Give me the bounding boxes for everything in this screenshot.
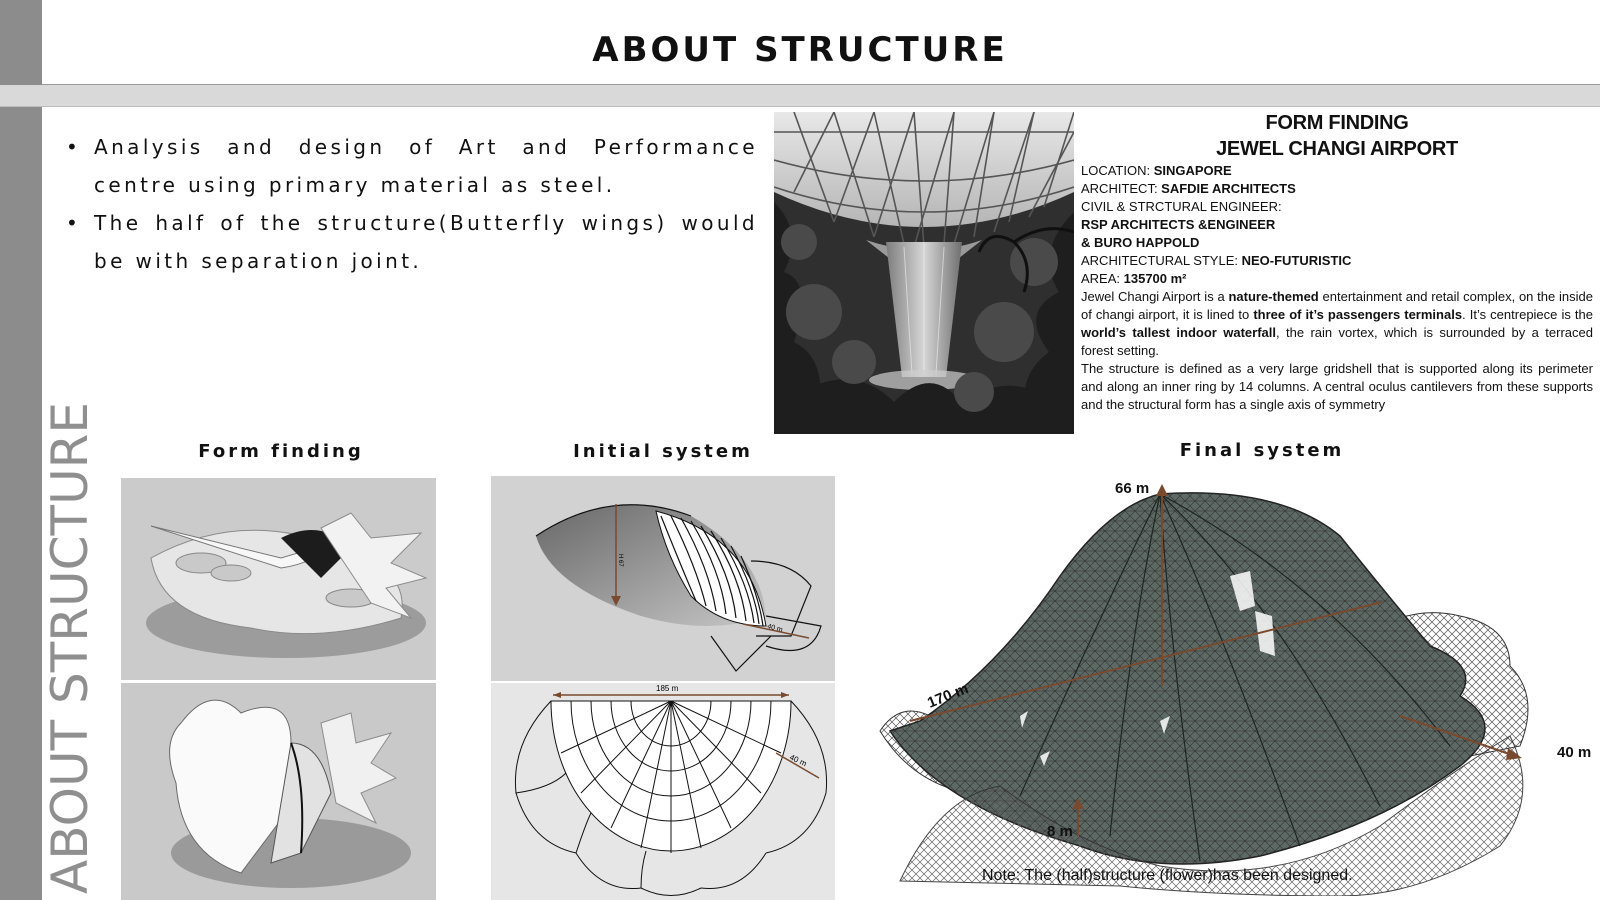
architect-row: ARCHITECT: SAFDIE ARCHITECTS bbox=[1081, 180, 1593, 198]
location-value: SINGAPORE bbox=[1153, 163, 1232, 178]
area-row: AREA: 135700 m² bbox=[1081, 270, 1593, 288]
design-note: Note: The (half)structure (flower)has be… bbox=[982, 867, 1353, 884]
form-finding-render-bottom bbox=[121, 683, 436, 900]
initial-system-perspective: H 67 40 m bbox=[491, 476, 835, 681]
header-band bbox=[0, 85, 1600, 107]
caption-form-finding: Form finding bbox=[198, 441, 364, 462]
bullet-item: The half of the structure(Butterfly wing… bbox=[62, 204, 758, 280]
style-row: ARCHITECTURAL STYLE: NEO-FUTURISTIC bbox=[1081, 252, 1593, 270]
left-accent-band-top bbox=[0, 0, 42, 85]
description-paragraph: Jewel Changi Airport is a nature-themed … bbox=[1081, 288, 1593, 360]
form-finding-render-top bbox=[121, 478, 436, 680]
architect-value: SAFDIE ARCHITECTS bbox=[1161, 181, 1296, 196]
location-row: LOCATION: SINGAPORE bbox=[1081, 162, 1593, 180]
jewel-changi-photo bbox=[774, 112, 1074, 434]
caption-initial-system: Initial system bbox=[573, 441, 753, 462]
description-text: , the rain vortex, which is surrounded b… bbox=[1081, 325, 1593, 358]
description-text: entertainment and retail complex, on the… bbox=[1081, 289, 1593, 322]
area-value: 135700 m² bbox=[1123, 271, 1187, 286]
left-accent-band bbox=[0, 107, 42, 900]
description-text: Jewel Changi Airport is a bbox=[1081, 289, 1229, 304]
caption-final-system: Final system bbox=[1179, 440, 1345, 461]
structure-paragraph: The structure is defined as a very large… bbox=[1081, 361, 1593, 412]
initial-system-plan: 185 m 40 m bbox=[491, 683, 835, 900]
style-value: NEO-FUTURISTIC bbox=[1241, 253, 1352, 268]
bullet-list: Analysis and design of Art and Performan… bbox=[62, 128, 758, 280]
area-label: AREA: bbox=[1081, 271, 1124, 286]
final-height-label: 66 m bbox=[1115, 480, 1150, 497]
info-heading: FORM FINDING bbox=[1265, 112, 1409, 134]
page-title: ABOUT STRUCTURE bbox=[592, 30, 1008, 70]
description-emphasis: world’s tallest indoor waterfall bbox=[1081, 325, 1276, 340]
location-label: LOCATION: bbox=[1081, 163, 1154, 178]
description-emphasis: nature-themed bbox=[1228, 289, 1319, 304]
info-panel: FORM FINDING JEWEL CHANGI AIRPORT LOCATI… bbox=[1081, 110, 1593, 414]
architect-label: ARCHITECT: bbox=[1081, 181, 1162, 196]
initial-span-label: 185 m bbox=[656, 684, 679, 693]
description-emphasis: three of it’s passengers terminals bbox=[1253, 307, 1463, 322]
engineer-label: CIVIL & STRCTURAL ENGINEER: bbox=[1081, 199, 1282, 214]
header-divider bbox=[42, 84, 1600, 85]
bullet-item: Analysis and design of Art and Performan… bbox=[62, 128, 758, 204]
info-subheading: JEWEL CHANGI AIRPORT bbox=[1216, 138, 1458, 160]
engineer-value: RSP ARCHITECTS &ENGINEER bbox=[1081, 217, 1276, 232]
engineer-value: & BURO HAPPOLD bbox=[1081, 235, 1200, 250]
final-wing-label: 40 m bbox=[1557, 744, 1592, 761]
initial-width-label: 40 m bbox=[766, 623, 783, 634]
initial-height-label: H 67 bbox=[617, 554, 623, 567]
vertical-side-title: ABOUT STRUCTURE bbox=[41, 401, 99, 894]
final-base-label: 8 m bbox=[1047, 823, 1073, 840]
style-label: ARCHITECTURAL STYLE: bbox=[1081, 253, 1242, 268]
description-text: . It’s centrepiece is the bbox=[1462, 307, 1593, 322]
final-system-diagram bbox=[860, 466, 1600, 897]
